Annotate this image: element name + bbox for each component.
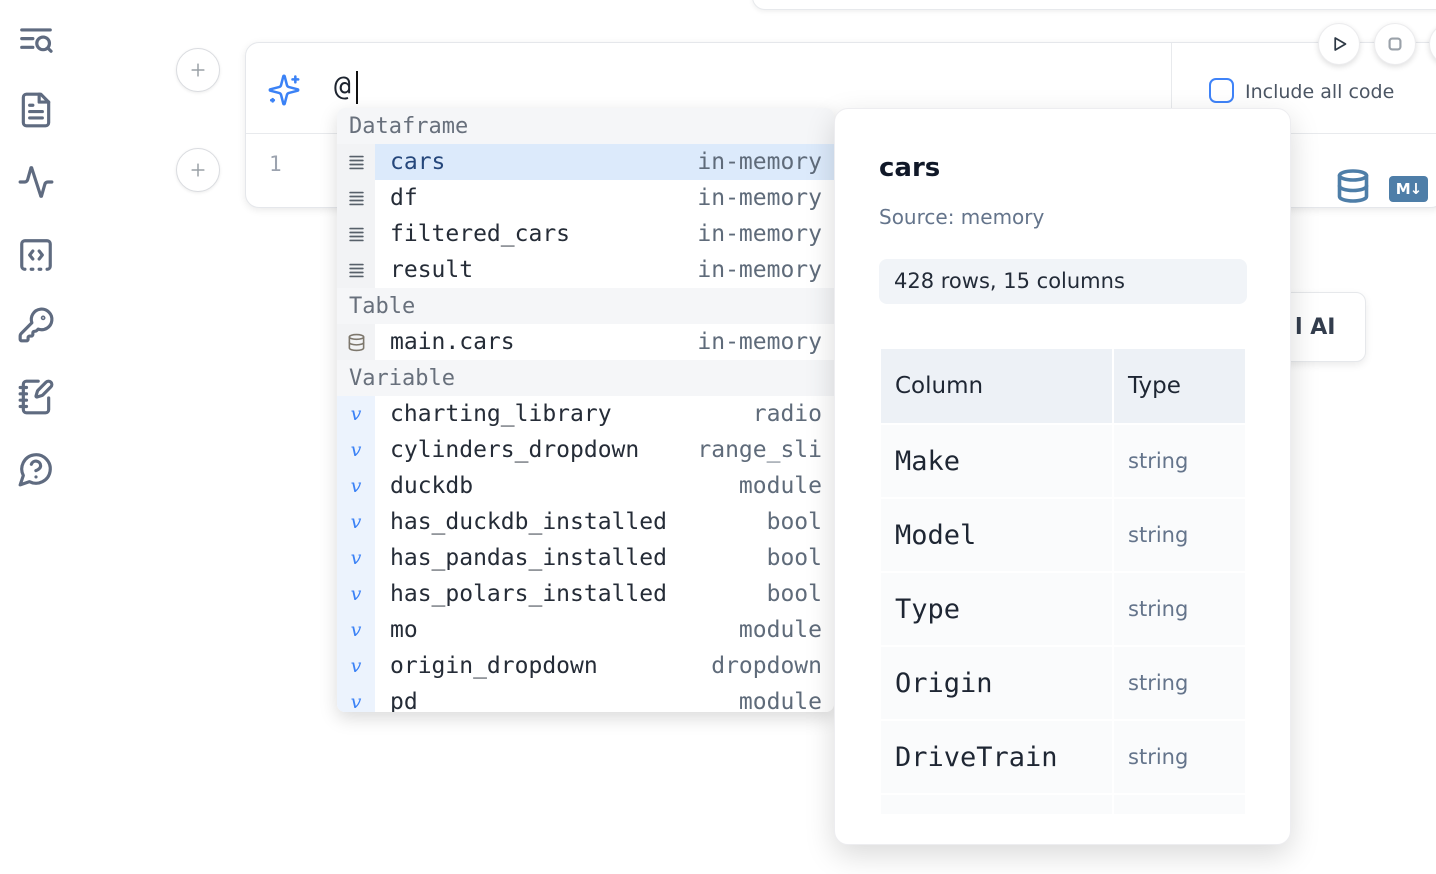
autocomplete-item[interactable]: cylinders_dropdown range_sli [337, 432, 834, 468]
variable-icon [337, 540, 375, 576]
add-cell-button[interactable] [176, 148, 220, 192]
variable-icon [337, 396, 375, 432]
include-all-code-label: Include all code [1245, 81, 1394, 103]
type-header: Type [1114, 349, 1245, 423]
autocomplete-item[interactable]: pd module [337, 684, 834, 712]
file-text-icon[interactable] [17, 91, 55, 129]
line-number: 1 [269, 152, 282, 176]
markdown-icon[interactable] [1389, 176, 1428, 202]
include-all-code-checkbox[interactable] [1209, 78, 1234, 103]
notebook-pen-icon[interactable] [17, 378, 55, 416]
rows-icon [337, 252, 375, 288]
autocomplete-item[interactable]: result in-memory [337, 252, 834, 288]
ai-prompt-input[interactable]: @ [334, 69, 351, 102]
preview-title: cars [879, 153, 940, 183]
autocomplete-popup: Dataframe cars in-memory df in-memory fi… [337, 108, 834, 712]
table-row: Model string [881, 499, 1245, 571]
preview-source: Source: memory [879, 205, 1044, 229]
activity-icon[interactable] [17, 163, 55, 201]
table-row: Make string [881, 425, 1245, 497]
variable-icon [337, 432, 375, 468]
variable-icon [337, 648, 375, 684]
text-cursor [356, 71, 358, 104]
shape-badge: 428 rows, 15 columns [879, 259, 1247, 304]
table-row: Type string [881, 573, 1245, 645]
autocomplete-item[interactable]: df in-memory [337, 180, 834, 216]
table-row-partial [881, 795, 1245, 814]
table-row: Origin string [881, 647, 1245, 719]
schema-table-wrap: Column Type Make string Model string Typ… [879, 347, 1247, 814]
section-header-dataframe: Dataframe [337, 108, 834, 144]
section-header-variable: Variable [337, 360, 834, 396]
dataframe-preview-panel: cars Source: memory 428 rows, 15 columns… [834, 108, 1291, 845]
autocomplete-item[interactable]: main.cars in-memory [337, 324, 834, 360]
rows-icon [337, 216, 375, 252]
list-search-icon[interactable] [17, 22, 55, 60]
autocomplete-item[interactable]: filtered_cars in-memory [337, 216, 834, 252]
variable-icon [337, 576, 375, 612]
autocomplete-item[interactable]: origin_dropdown dropdown [337, 648, 834, 684]
database-icon[interactable] [1335, 168, 1371, 204]
autocomplete-item[interactable]: has_pandas_installed bool [337, 540, 834, 576]
help-circle-icon[interactable] [17, 450, 55, 488]
table-row: DriveTrain string [881, 721, 1245, 793]
add-cell-button[interactable] [176, 48, 220, 92]
autocomplete-item[interactable]: mo module [337, 612, 834, 648]
autocomplete-item[interactable]: cars in-memory [337, 144, 834, 180]
rows-icon [337, 144, 375, 180]
column-header: Column [881, 349, 1112, 423]
database-icon [337, 324, 375, 360]
variable-icon [337, 468, 375, 504]
code-square-dashed-icon[interactable] [17, 236, 55, 274]
autocomplete-item[interactable]: charting_library radio [337, 396, 834, 432]
autocomplete-item[interactable]: duckdb module [337, 468, 834, 504]
rows-icon [337, 180, 375, 216]
variable-icon [337, 504, 375, 540]
key-icon[interactable] [17, 306, 55, 344]
autocomplete-item[interactable]: has_duckdb_installed bool [337, 504, 834, 540]
variable-icon [337, 612, 375, 648]
stop-button[interactable] [1374, 23, 1416, 65]
previous-cell-fragment [752, 0, 1436, 10]
sparkles-icon [267, 73, 301, 107]
schema-table: Column Type Make string Model string Typ… [879, 347, 1247, 814]
section-header-table: Table [337, 288, 834, 324]
variable-icon [337, 684, 375, 712]
autocomplete-item[interactable]: has_polars_installed bool [337, 576, 834, 612]
table-header-row: Column Type [881, 349, 1245, 423]
run-cell-button[interactable] [1318, 23, 1360, 65]
